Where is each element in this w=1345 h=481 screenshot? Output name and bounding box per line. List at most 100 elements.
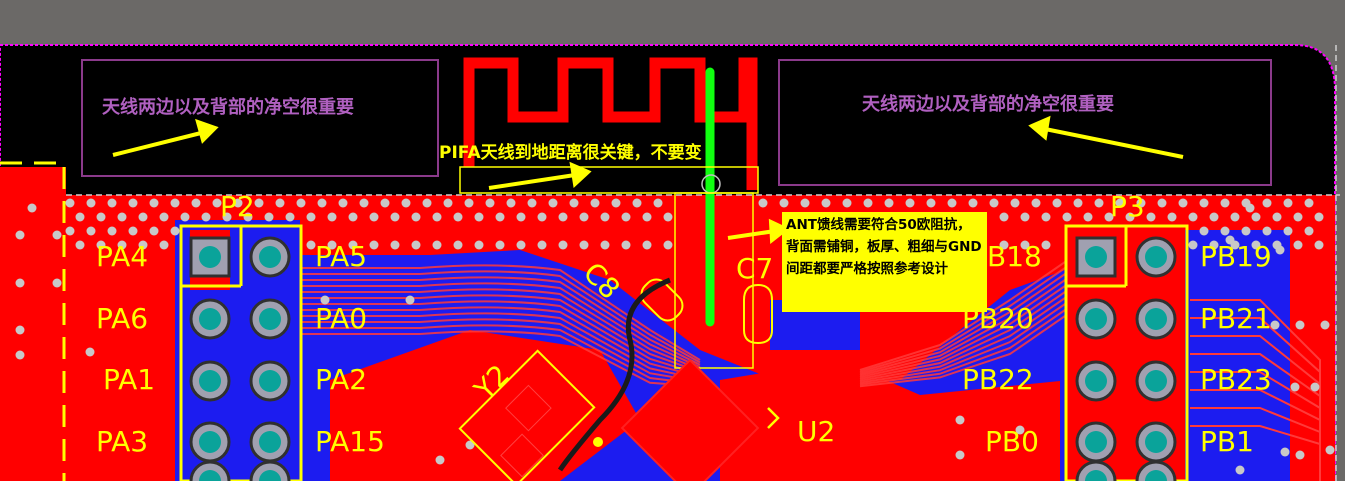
- c7-refdes: C7: [736, 252, 774, 285]
- via: [1094, 198, 1104, 208]
- via: [453, 212, 463, 222]
- via: [85, 347, 95, 357]
- via: [579, 212, 589, 222]
- via: [642, 240, 652, 250]
- via: [1083, 212, 1093, 222]
- via: [884, 198, 894, 208]
- via: [1320, 320, 1330, 330]
- via: [1115, 198, 1125, 208]
- connector-pad: [189, 236, 231, 278]
- p3-refdes: P3: [1110, 190, 1145, 223]
- via: [27, 203, 37, 213]
- via: [159, 212, 169, 222]
- pifa-antenna-trace: [463, 57, 758, 190]
- via: [1270, 320, 1280, 330]
- via: [495, 212, 505, 222]
- connector-pad: [1135, 298, 1177, 340]
- via: [432, 212, 442, 222]
- via: [527, 198, 537, 208]
- via: [1262, 198, 1272, 208]
- via: [663, 212, 673, 222]
- keepout-box-left: [81, 59, 439, 177]
- connector-pad: [1075, 460, 1117, 481]
- via: [821, 198, 831, 208]
- connector-pad: [189, 360, 231, 402]
- p2-left-pin-1: PA4: [96, 240, 149, 273]
- clearance-note-left: 天线两边以及背部的净空很重要: [102, 97, 354, 118]
- y2-crystal: [458, 349, 596, 481]
- via: [15, 278, 25, 288]
- via: [1293, 212, 1303, 222]
- via: [75, 212, 85, 222]
- via: [191, 198, 201, 208]
- via: [1104, 212, 1114, 222]
- via: [435, 455, 445, 465]
- via: [159, 240, 169, 250]
- via: [579, 240, 589, 250]
- via: [285, 212, 295, 222]
- connector-pads: [189, 236, 1177, 481]
- via: [1209, 212, 1219, 222]
- via: [611, 198, 621, 208]
- via: [52, 278, 62, 288]
- via: [465, 440, 475, 450]
- via: [1251, 212, 1261, 222]
- via: [1251, 240, 1261, 250]
- connector-pad: [249, 360, 291, 402]
- via: [348, 240, 358, 250]
- p2-right-pin-3: PA2: [315, 363, 368, 396]
- via: [170, 226, 180, 236]
- via: [212, 198, 222, 208]
- via: [1178, 198, 1188, 208]
- via: [327, 212, 337, 222]
- p3-left-pin-3: PB22: [962, 363, 1034, 396]
- via: [1293, 240, 1303, 250]
- via: [621, 212, 631, 222]
- via: [1031, 198, 1041, 208]
- via: [348, 212, 358, 222]
- via: [1241, 226, 1251, 236]
- p2-right-pin-4: PA15: [315, 425, 385, 458]
- via: [642, 212, 652, 222]
- via: [495, 240, 505, 250]
- pifa-gap-box: [459, 166, 759, 194]
- via: [506, 198, 516, 208]
- connector-pad: [189, 298, 231, 340]
- via: [800, 198, 810, 208]
- via: [128, 198, 138, 208]
- p3-right-pin-1: PB19: [1200, 240, 1272, 273]
- via: [558, 212, 568, 222]
- via: [1310, 382, 1320, 392]
- via: [369, 212, 379, 222]
- connector-pad: [1075, 298, 1117, 340]
- via: [537, 212, 547, 222]
- via: [107, 226, 117, 236]
- via: [411, 212, 421, 222]
- via: [1314, 212, 1324, 222]
- via: [999, 240, 1009, 250]
- via: [1073, 198, 1083, 208]
- via: [422, 198, 432, 208]
- via: [264, 212, 274, 222]
- connector-pad: [189, 460, 231, 481]
- via: [1245, 203, 1255, 213]
- via: [1041, 240, 1051, 250]
- via: [306, 212, 316, 222]
- copper-islands: [190, 230, 1060, 481]
- via: [1146, 212, 1156, 222]
- via: [653, 198, 663, 208]
- via: [1304, 226, 1314, 236]
- via: [558, 240, 568, 250]
- via: [1188, 240, 1198, 250]
- via: [1020, 212, 1030, 222]
- via: [1235, 465, 1245, 475]
- via: [955, 450, 965, 460]
- connector-pad: [1135, 360, 1177, 402]
- via: [1167, 212, 1177, 222]
- feed-courtyard: [674, 192, 754, 369]
- via: [443, 198, 453, 208]
- via: [243, 212, 253, 222]
- via: [1052, 198, 1062, 208]
- via: [222, 212, 232, 222]
- via: [411, 240, 421, 250]
